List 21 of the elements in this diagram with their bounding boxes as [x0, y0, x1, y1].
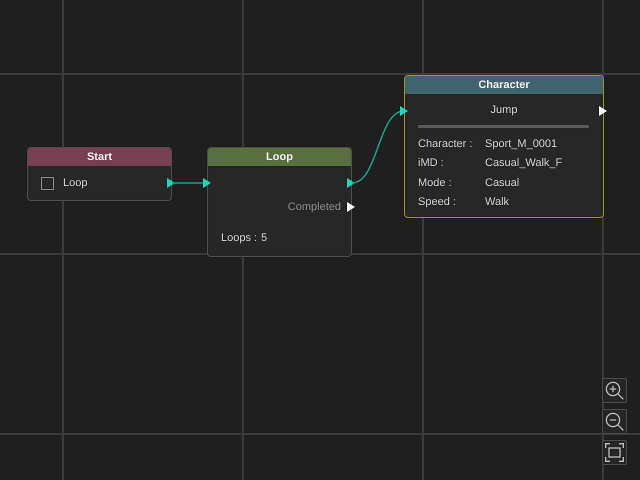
node-card	[207, 147, 352, 257]
field-value: Casual_Walk_F	[485, 156, 562, 170]
field-label: Loops :	[221, 231, 258, 245]
connector	[172, 178, 211, 188]
checkbox-label: Loop	[63, 176, 88, 190]
field-label: iMD :	[418, 156, 444, 170]
node-header: Start	[28, 148, 171, 166]
node-card	[27, 147, 172, 201]
node-card	[404, 75, 604, 218]
connector	[352, 107, 408, 184]
field-value: Walk	[485, 195, 510, 209]
field-label: Speed :	[418, 195, 456, 209]
field-value: 5	[261, 231, 268, 245]
field-value: Sport_M_0001	[485, 137, 558, 151]
node-header: Loop	[208, 148, 351, 166]
port-label: Completed	[288, 200, 341, 214]
field-label: Mode :	[418, 176, 452, 190]
field-value: Casual	[485, 176, 520, 190]
port-label: Jump	[490, 103, 518, 117]
node-header: Character	[405, 76, 603, 94]
field-label: Character :	[418, 137, 472, 151]
